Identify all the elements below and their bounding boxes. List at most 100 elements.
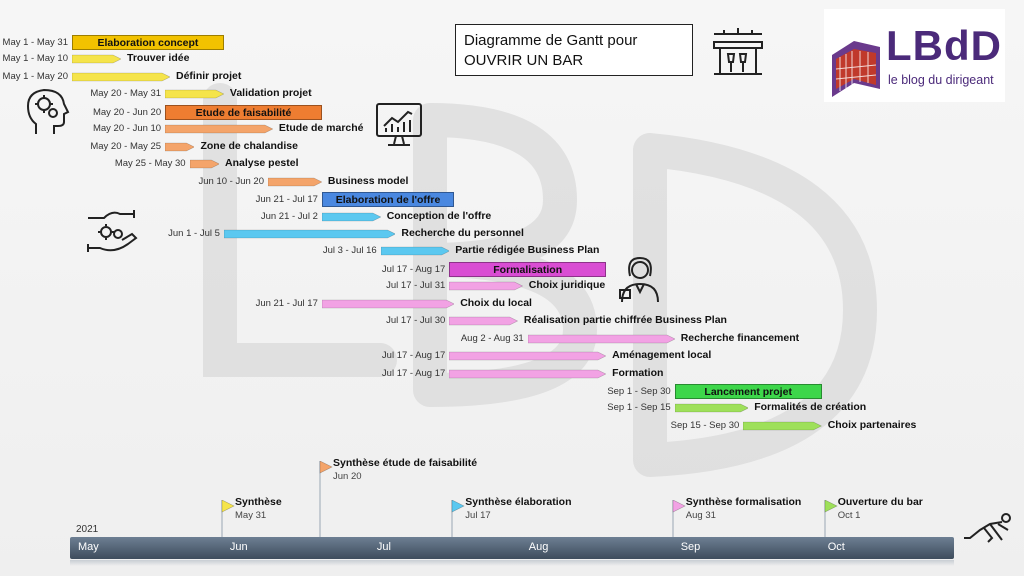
task-dates: Sep 15 - Sep 30 xyxy=(670,419,740,431)
milestone-flag-icon xyxy=(221,500,235,537)
milestone-flag-icon xyxy=(824,500,838,537)
group-bar-g5: Lancement projet xyxy=(674,384,822,399)
task-arrow-shape xyxy=(165,124,273,134)
task-dates: May 20 - May 31 xyxy=(90,88,162,100)
task-arrow xyxy=(321,299,455,309)
group-dates: Sep 1 - Sep 30 xyxy=(607,386,671,397)
task-label: Etude de marché xyxy=(278,122,364,135)
milestone-date: Jul 17 xyxy=(465,510,491,521)
task-arrow-shape xyxy=(743,421,822,431)
group-label: Lancement projet xyxy=(704,386,792,398)
group-label: Elaboration concept xyxy=(97,37,199,49)
milestone-flag-icon xyxy=(451,500,465,537)
task-dates: Jul 17 - Aug 17 xyxy=(381,367,446,379)
logo-graphic xyxy=(832,41,880,97)
timeline-month: Jun xyxy=(229,541,248,553)
group-dates: May 20 - Jun 20 xyxy=(92,106,162,118)
task-label: Réalisation partie chiffrée Business Pla… xyxy=(523,314,727,327)
task-dates: Jul 3 - Jul 16 xyxy=(322,245,377,257)
timeline-month: Jul xyxy=(376,541,391,553)
task-arrow xyxy=(674,404,749,413)
task-dates: Jul 17 - Aug 17 xyxy=(381,350,446,362)
task-dates: Jun 1 - Jul 5 xyxy=(168,227,220,239)
task-arrow-shape xyxy=(449,316,518,326)
task-arrow-shape xyxy=(72,55,121,64)
milestone-flag-icon xyxy=(672,500,686,537)
task-arrow-shape xyxy=(223,229,396,239)
task-dates: May 1 - May 10 xyxy=(2,53,68,65)
task-arrow xyxy=(165,124,273,134)
task-arrow xyxy=(72,55,121,64)
milestone-date: Aug 31 xyxy=(685,510,716,521)
task-arrow-shape xyxy=(380,247,450,256)
milestone-label: Synthèse élaboration xyxy=(465,496,572,508)
task-label: Recherche financement xyxy=(680,331,800,344)
task-dates: May 1 - May 20 xyxy=(2,70,68,82)
milestone-label: Synthèse étude de faisabilité xyxy=(333,457,478,469)
group-label: Elaboration de l'offre xyxy=(335,194,441,207)
timeline-month: May xyxy=(78,541,99,553)
task-arrow xyxy=(268,177,322,186)
task-dates: Jul 17 - Jul 30 xyxy=(386,315,446,327)
task-arrow-shape xyxy=(674,404,749,413)
group-bar-g1: Elaboration concept xyxy=(72,35,224,50)
task-row: Jun 21 - Jul 17 Choix du local xyxy=(256,297,532,311)
task-arrow xyxy=(165,90,224,99)
task-dates: May 20 - Jun 10 xyxy=(92,123,162,135)
group-bar-g3: Elaboration de l'offre xyxy=(321,192,455,208)
task-arrow xyxy=(321,212,381,221)
task-arrow xyxy=(449,316,518,326)
task-label: Choix du local xyxy=(460,296,532,309)
brain-gears-icon xyxy=(24,86,72,143)
milestone-date: Jun 20 xyxy=(333,471,362,482)
task-label: Zone de chalandise xyxy=(200,139,298,152)
task-dates: Aug 2 - Aug 31 xyxy=(460,332,524,344)
task-label: Définir projet xyxy=(176,69,242,82)
task-label: Recherche du personnel xyxy=(401,226,524,239)
milestone-label: Synthèse formalisation xyxy=(685,496,802,508)
milestone-label: Ouverture du bar xyxy=(837,496,923,508)
hands-gear-icon xyxy=(84,204,140,265)
task-label: Choix juridique xyxy=(528,279,606,292)
task-row: Jun 1 - Jul 5 Recherche du personnel xyxy=(168,227,524,241)
task-label: Analyse pestel xyxy=(224,157,299,170)
task-label: Conception de l'offre xyxy=(386,209,492,222)
task-row: Jul 17 - Jul 30 Réalisation partie chiffr… xyxy=(386,314,727,328)
task-row: May 20 - Jun 10 Etude de marché xyxy=(93,122,364,136)
task-arrow-shape xyxy=(449,281,523,291)
task-label: Business model xyxy=(327,174,409,187)
timeline-month: Sep xyxy=(680,541,701,553)
task-arrow-shape xyxy=(527,334,675,343)
task-row: May 25 - May 30 Analyse pestel xyxy=(115,157,299,171)
timeline-month: Oct xyxy=(827,541,845,553)
logo-subtitle: le blog du dirigeant xyxy=(888,73,994,87)
task-label: Formalités de création xyxy=(754,401,867,414)
task-label: Choix partenaires xyxy=(827,418,917,431)
group-bar-g2: Etude de faisabilité xyxy=(165,104,322,120)
task-dates: May 25 - May 30 xyxy=(114,158,186,170)
task-label: Validation projet xyxy=(229,87,312,100)
task-arrow xyxy=(449,351,607,361)
task-dates: Jul 17 - Jul 31 xyxy=(386,280,446,292)
milestone-date: May 31 xyxy=(235,510,267,521)
milestone-flag-icon xyxy=(319,461,333,537)
task-dates: Jun 21 - Jul 17 xyxy=(255,297,318,309)
lbdd-logo: LBdD le blog du dirigeant xyxy=(824,9,1005,102)
task-arrow-shape xyxy=(449,351,607,361)
chart-title-box: Diagramme de Gantt pour OUVRIR UN BAR xyxy=(455,24,693,76)
group-label: Formalisation xyxy=(493,263,563,276)
task-arrow xyxy=(72,72,170,82)
task-arrow-shape xyxy=(165,90,224,99)
timeline-reflection xyxy=(70,560,954,566)
task-arrow xyxy=(189,159,219,169)
group-dates: Jun 21 - Jul 17 xyxy=(255,194,318,206)
task-row: Sep 15 - Sep 30 Choix partenaires xyxy=(671,419,917,433)
bar-counter-icon xyxy=(710,24,766,85)
task-dates: Jun 10 - Jun 20 xyxy=(198,175,265,187)
